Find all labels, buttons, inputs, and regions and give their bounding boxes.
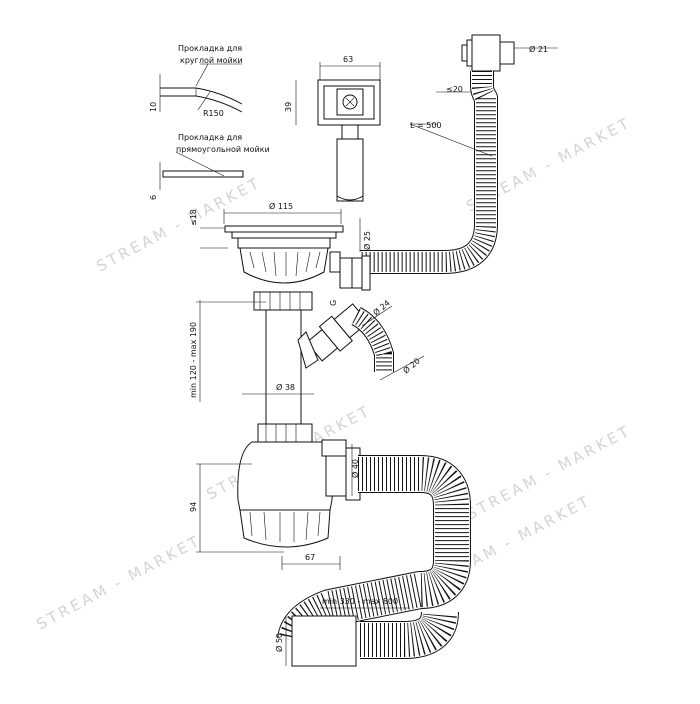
dim-drain-end-dia: Ø 50 [274, 633, 284, 652]
note-round-gasket-line1: Прокладка для [178, 44, 242, 53]
note-round-gasket-line2: круглой мойки [180, 56, 243, 65]
watermark-1: STREAM - MARKET [93, 173, 264, 275]
dim-overflow-hose-length: L = 500 [410, 121, 442, 130]
watermark-3: STREAM - MARKET [33, 531, 204, 633]
bottle-trap: 94 67 Ø 40 [189, 423, 361, 565]
dim-rim-height: ≤18 [189, 209, 198, 226]
overflow-hose: L = 500 [360, 71, 498, 274]
drain-hose: min 330 - max 800 Ø 50 [274, 455, 471, 667]
dim-overflow-height: 39 [284, 102, 293, 112]
note-rect-gasket-line1: Прокладка для [178, 133, 242, 142]
dim-gasket-round-thickness: 10 [149, 102, 158, 112]
dim-overflow-offset: ≤20 [446, 85, 463, 94]
overflow-connector: Ø 21 ≤20 [436, 34, 558, 96]
dim-overflow-width: 63 [343, 55, 353, 64]
extension-lines [196, 301, 341, 570]
note-rect-gasket-line2: прямоугольной мойки [176, 145, 270, 154]
dim-trap-width: 67 [305, 553, 315, 562]
side-nozzle: Ø 24 Ø 20 [297, 298, 425, 381]
vertical-pipe: Ø 38 min 120 - max 190 [189, 300, 314, 427]
round-gasket-detail: 10 R150 Прокладка для круглой мойки [149, 44, 243, 118]
overflow-outlet: Ø 25 G [329, 218, 372, 306]
dim-outlet-dia: Ø 25 [362, 231, 372, 250]
dim-grate-dia: Ø 115 [269, 201, 293, 211]
dim-trap-outlet-dia: Ø 40 [350, 459, 360, 478]
dim-side-nozzle-dia: Ø 24 [371, 298, 392, 318]
dim-pipe-dia: Ø 38 [276, 382, 295, 392]
rect-gasket-detail: 6 Прокладка для прямоугольной мойки [149, 133, 270, 200]
dim-trap-height: 94 [189, 502, 198, 512]
sink-strainer: Ø 115 ≤18 [189, 201, 344, 311]
dim-pipe-length: min 120 - max 190 [189, 322, 198, 398]
dim-gasket-radius: R150 [203, 109, 224, 118]
dim-overflow-connector-dia: Ø 21 [529, 44, 548, 54]
watermarks: STREAM - MARKET STREAM - MARKET STREAM -… [33, 113, 634, 633]
dim-thread-mark: G [329, 300, 338, 306]
overflow-grille: 63 39 [284, 55, 381, 202]
dim-drain-hose-length: min 330 - max 800 [322, 597, 398, 606]
watermark-6: STREAM - MARKET [463, 421, 634, 523]
dim-gasket-rect-thickness: 6 [149, 195, 158, 200]
